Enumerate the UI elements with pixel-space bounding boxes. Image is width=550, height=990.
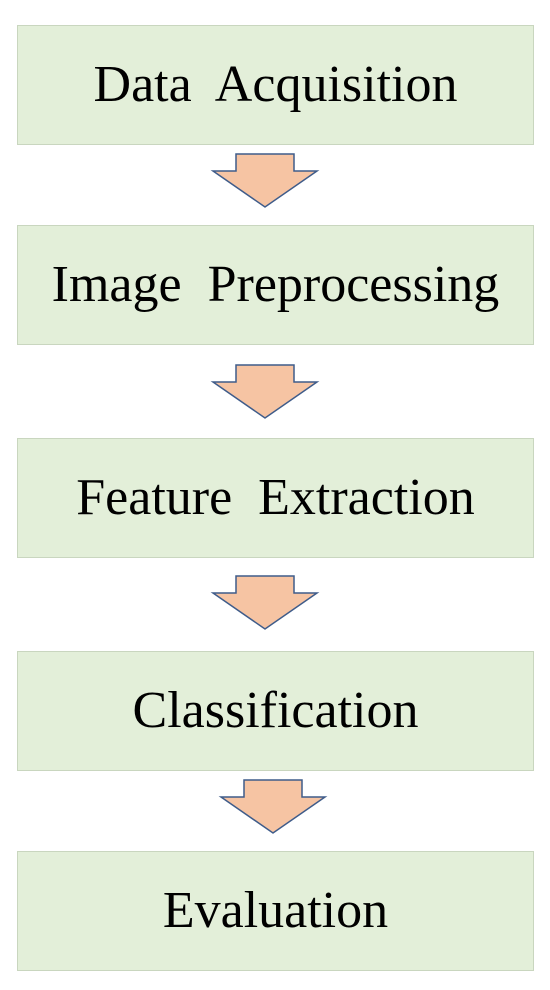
step-label: Data Acquisition [93, 56, 458, 113]
step-label: Classification [132, 682, 419, 739]
down-arrow-icon [218, 779, 328, 835]
down-arrow-icon [210, 153, 320, 209]
down-arrow-icon [210, 575, 320, 631]
step-data-acquisition: Data Acquisition [17, 25, 534, 145]
step-evaluation: Evaluation [17, 851, 534, 971]
step-classification: Classification [17, 651, 534, 771]
step-feature-extraction: Feature Extraction [17, 438, 534, 558]
step-image-preprocessing: Image Preprocessing [17, 225, 534, 345]
step-label: Feature Extraction [76, 469, 475, 526]
step-label: Image Preprocessing [51, 256, 500, 313]
down-arrow-icon [210, 364, 320, 420]
step-label: Evaluation [162, 882, 389, 939]
